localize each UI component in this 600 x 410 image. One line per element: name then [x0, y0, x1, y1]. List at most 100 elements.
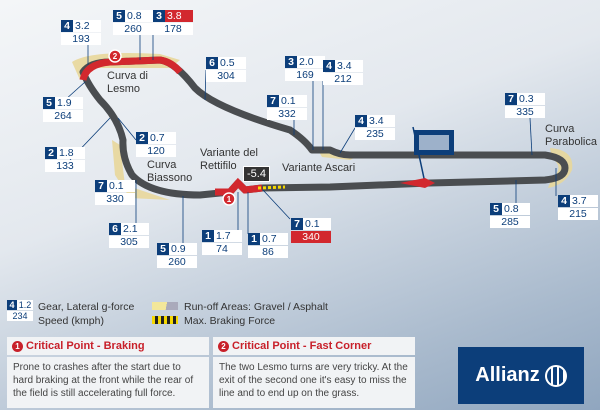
corner-rettifilo: Variante del Rettifilo [200, 147, 258, 172]
critical-title: Critical Point - Fast Corner [232, 340, 372, 352]
g-force-value: 0.7 [148, 132, 176, 144]
speed-value: 340 [291, 231, 331, 243]
rettifilo-highlight [215, 177, 263, 196]
corner-ascari: Variante Ascari [282, 162, 356, 174]
svg-text:2: 2 [113, 52, 118, 61]
g-force-value: 3.7 [570, 195, 598, 207]
gear-value: 3 [153, 10, 165, 22]
gear-value: 7 [291, 218, 303, 230]
svg-text:1: 1 [227, 195, 232, 204]
legend-braking-label: Max. Braking Force [184, 315, 276, 327]
critical-point-markers [108, 49, 236, 206]
corner-parabolica: Curva Parabolica [545, 123, 597, 148]
critical-number: 2 [218, 341, 229, 352]
g-force-value: 0.1 [303, 218, 331, 230]
allianz-logo: Allianz [458, 347, 584, 404]
gear-value: 3 [285, 56, 297, 68]
legend-gear-value: 4 [7, 300, 17, 310]
gear-value: 7 [95, 180, 107, 192]
g-force-value: 0.1 [279, 95, 307, 107]
legend-runoff-label: Run-off Areas: Gravel / Asphalt [184, 301, 328, 313]
track [79, 56, 569, 199]
critical-number: 1 [12, 341, 23, 352]
speed-value: 335 [505, 106, 545, 118]
gear-value: 2 [45, 147, 57, 159]
allianz-emblem-icon [544, 364, 567, 387]
gear-value: 5 [43, 97, 55, 109]
g-force-value: 1.8 [57, 147, 85, 159]
legend-speed-label: Speed (kmph) [38, 315, 104, 327]
g-force-value: 0.7 [260, 233, 288, 245]
brand-name: Allianz [475, 364, 540, 386]
g-force-value: 3.4 [367, 115, 395, 127]
speed-value: 304 [206, 70, 246, 82]
gear-value: 4 [355, 115, 367, 127]
g-force-value: 0.8 [502, 203, 530, 215]
gear-value: 2 [136, 132, 148, 144]
speed-value: 215 [558, 208, 598, 220]
g-force-value: 0.9 [169, 243, 197, 255]
critical-title: Critical Point - Braking [26, 340, 145, 352]
gear-value: 5 [157, 243, 169, 255]
legend-gear-label: Gear, Lateral g-force [38, 301, 135, 313]
speed-value: 169 [285, 69, 325, 81]
speed-value: 332 [267, 108, 307, 120]
braking-chevrons-icon [152, 316, 178, 324]
g-force-value: 0.3 [517, 93, 545, 105]
gear-value: 7 [505, 93, 517, 105]
legend-speed-value: 234 [7, 311, 33, 321]
gear-value: 1 [202, 230, 214, 242]
speed-value: 178 [153, 23, 193, 35]
speed-value: 264 [43, 110, 83, 122]
g-force-value: 3.4 [335, 60, 363, 72]
gear-value: 5 [113, 10, 125, 22]
g-force-value: 3.8 [165, 10, 193, 22]
gear-value: 5 [490, 203, 502, 215]
circuit-map: 2 1 [64, 35, 573, 244]
speed-value: 260 [113, 23, 153, 35]
critical-text: Prone to crashes after the start due to … [7, 357, 209, 408]
max-braking-g-value: -5.4 [243, 166, 270, 182]
speed-value: 285 [490, 216, 530, 228]
g-force-value: 3.2 [73, 20, 101, 32]
g-force-value: 0.8 [125, 10, 153, 22]
gear-value: 4 [323, 60, 335, 72]
corner-biassono: Curva Biassono [147, 159, 193, 184]
speed-value: 235 [355, 128, 395, 140]
runoff-swatch-icon [152, 302, 178, 310]
g-force-value: 0.1 [107, 180, 135, 192]
gear-value: 6 [109, 223, 121, 235]
g-force-value: 0.5 [218, 57, 246, 69]
gear-value: 4 [61, 20, 73, 32]
critical-text: The two Lesmo turns are very tricky. At … [213, 357, 415, 408]
gear-value: 6 [206, 57, 218, 69]
braking-zone [257, 185, 286, 190]
speed-value: 86 [248, 246, 288, 258]
g-force-value: 1.9 [55, 97, 83, 109]
speed-value: 305 [109, 236, 149, 248]
finish-flag-icon [400, 126, 454, 188]
speed-value: 330 [95, 193, 135, 205]
legend-g-value: 1.2 [17, 300, 33, 310]
g-force-value: 2.0 [297, 56, 325, 68]
speed-value: 74 [202, 243, 242, 255]
g-force-value: 1.7 [214, 230, 242, 242]
